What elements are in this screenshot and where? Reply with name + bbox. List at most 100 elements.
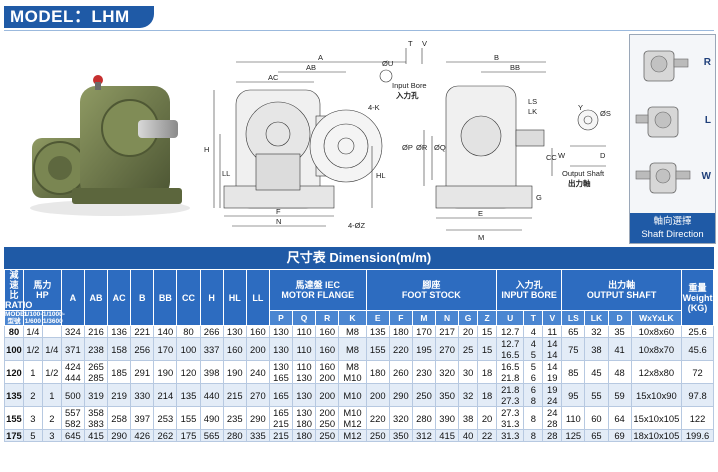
table-cell-e: 155 (365, 337, 390, 361)
table-cell-model: 100 (4, 337, 24, 361)
table-cell-cc: 80 (176, 325, 201, 338)
header-col-ac: AC (107, 269, 132, 326)
table-cell-v: 24 28 (542, 406, 563, 430)
table-cell-ll: 240 (245, 360, 270, 384)
dimension-table-title: 尺寸表 Dimension(m/m) (4, 247, 714, 269)
table-cell-cc: 135 (176, 383, 201, 407)
header-col-cc: CC (176, 269, 201, 326)
table-cell-n: 390 (435, 406, 460, 430)
dim-label-z: 4-ØZ (348, 221, 366, 230)
table-cell-w: 12x8x80 (630, 360, 683, 384)
header-col-r: R (315, 310, 340, 326)
table-cell-m: 250 (411, 383, 437, 407)
table-cell-cc: 100 (176, 337, 201, 361)
table-cell-t: 4 (523, 325, 544, 338)
table-cell-model: 120 (4, 360, 24, 384)
header-col-t: T (523, 310, 544, 326)
header-col-f: F (388, 310, 413, 326)
shaft-direction-r: R (703, 57, 711, 68)
table-cell-p: 165 (268, 383, 294, 407)
table-cell-z: 18 (477, 383, 498, 407)
table-cell-hl: 130 (222, 325, 247, 338)
table-cell-b: 426 (130, 429, 155, 442)
table-cell-r: 160 (315, 337, 340, 361)
table-cell-ll: 200 (245, 337, 270, 361)
table-cell-ls: 110 (561, 406, 586, 430)
dim-label-ll: LL (222, 169, 230, 178)
dimension-drawing: A AB AC H LL HL F N 4-K 4-ØZ ØP ØR ØQ ØU… (204, 39, 611, 242)
table-cell-h: 337 (199, 337, 224, 361)
dim-label-u: ØU (382, 59, 393, 68)
table-cell-model: 175 (4, 429, 24, 442)
table-cell-ls: 95 (561, 383, 586, 407)
table-cell-z: 20 (477, 406, 498, 430)
table-cell-b: 397 (130, 406, 155, 430)
table-cell-hl: 160 (222, 337, 247, 361)
dim-label-f: F (276, 207, 281, 216)
dim-label-g: G (536, 193, 542, 202)
table-cell-hp2: 1/2 (41, 360, 62, 384)
header-col-p: P (268, 310, 294, 326)
table-cell-hl: 280 (222, 429, 247, 442)
table-cell-g: 40 (458, 429, 479, 442)
table-cell-a: 371 (60, 337, 85, 361)
table-cell-b: 256 (130, 337, 155, 361)
table-cell-t: 8 (523, 406, 544, 430)
dim-label-bb: BB (510, 63, 520, 72)
header-col-e: E (365, 310, 390, 326)
table-cell-model: 155 (4, 406, 24, 430)
table-cell-ac: 258 (107, 406, 132, 430)
table-cell-z: 15 (477, 325, 498, 338)
table-cell-t: 6 8 (523, 383, 544, 407)
table-cell-u: 27.3 31.3 (496, 406, 525, 430)
table-cell-ac: 158 (107, 337, 132, 361)
table-cell-ab: 415 (83, 429, 109, 442)
header-col-d: D (607, 310, 632, 326)
shaft-direction-l-image (635, 106, 679, 138)
header-col-v: V (542, 310, 563, 326)
dim-label-p: ØP (402, 143, 413, 152)
table-cell-m: 195 (411, 337, 437, 361)
table-cell-u: 12.7 (496, 325, 525, 338)
dim-label-ac: AC (268, 73, 279, 82)
header-col-b: B (130, 269, 155, 326)
header-col-ls: LS (561, 310, 586, 326)
table-cell-bb: 253 (153, 406, 178, 430)
table-cell-f: 290 (388, 383, 413, 407)
table-cell-p: 165 215 (268, 406, 294, 430)
table-cell-r: 200 250 (315, 406, 340, 430)
table-cell-ls: 85 (561, 360, 586, 384)
table-cell-f: 350 (388, 429, 413, 442)
table-cell-cc: 120 (176, 360, 201, 384)
dim-label-hl: HL (376, 171, 386, 180)
table-cell-a: 324 (60, 325, 85, 338)
dim-label-w: W (558, 151, 566, 160)
table-cell-ls: 75 (561, 337, 586, 361)
table-cell-u: 21.8 27.3 (496, 383, 525, 407)
table-cell-lk: 65 (584, 429, 609, 442)
header-hp-range-2: 1/1000-1/3600 (41, 310, 65, 326)
table-cell-h: 266 (199, 325, 224, 338)
table-cell-k: M10 (338, 383, 367, 407)
header-col-lk: LK (584, 310, 609, 326)
table-cell-q: 110 130 (292, 360, 317, 384)
header-col-ab: AB (83, 269, 109, 326)
table-cell-q: 180 (292, 429, 317, 442)
table-cell-m: 170 (411, 325, 437, 338)
table-cell-ab: 238 (83, 337, 109, 361)
table-cell-hp2: 3 (41, 429, 62, 442)
table-cell-n: 270 (435, 337, 460, 361)
table-cell-weight: 25.6 (681, 325, 714, 338)
header-col-h: H (199, 269, 224, 326)
